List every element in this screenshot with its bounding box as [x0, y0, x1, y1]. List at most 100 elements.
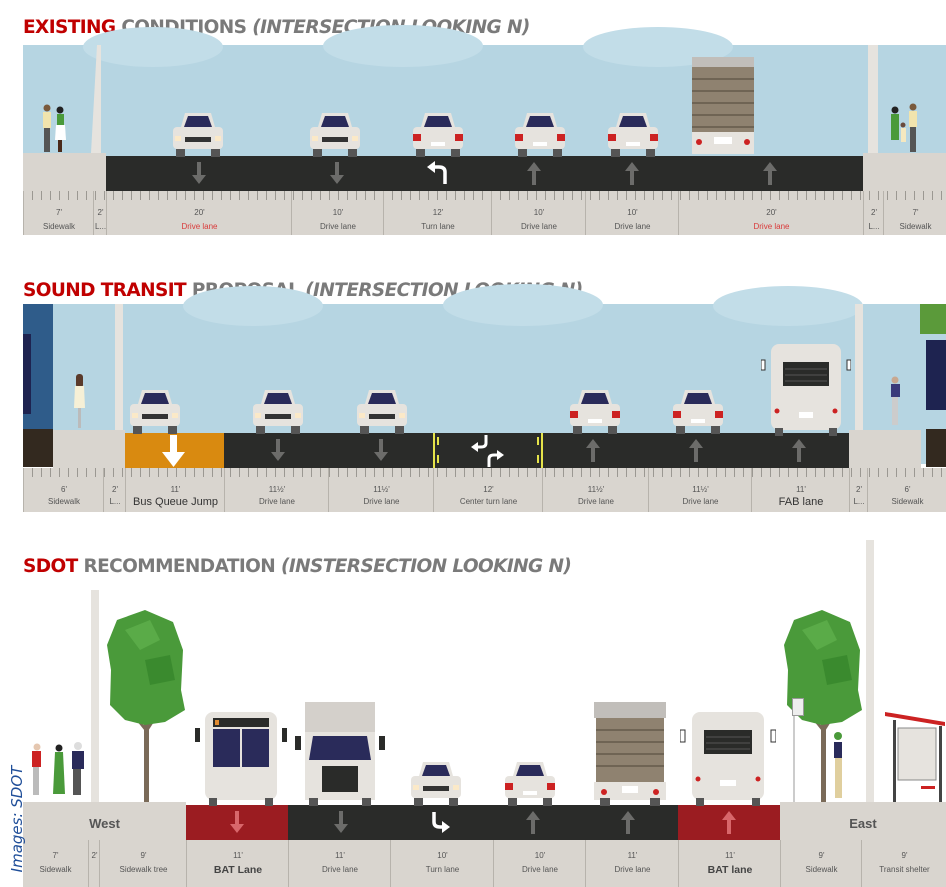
lane-arrows: [162, 433, 806, 468]
up-arrow-icon: [722, 811, 736, 834]
ruler-segment: 12' Turn lane: [383, 191, 492, 235]
segment-width: 12': [432, 208, 444, 217]
ruler-segment: 12'Center turn lane: [433, 468, 543, 512]
segment-name: L...: [853, 497, 865, 506]
up-arrow-icon: [526, 811, 540, 834]
up-arrow-icon: [763, 162, 777, 185]
building-east: [926, 340, 946, 410]
sidewalk-west: [53, 430, 125, 468]
segment-width: 11½': [373, 485, 390, 494]
segment-name: Drive lane: [753, 222, 790, 231]
ruler-segment: 9' Sidewalk: [780, 840, 862, 887]
up-arrow-icon: [527, 162, 541, 185]
box-truck-rear-icon: [692, 57, 754, 154]
segment-name: Drive lane: [319, 222, 356, 231]
section-title-sdot: SDOT RECOMMENDATION (INSTERSECTION LOOKI…: [23, 556, 572, 577]
ruler-segment: 10'Drive lane: [491, 191, 586, 235]
segment-width: 2': [112, 485, 118, 494]
car-rear-icon: [503, 758, 557, 811]
segment-width: 2': [871, 208, 877, 217]
ruler-segment: 11½' Drive lane: [224, 468, 329, 512]
down-arrow-icon: [192, 162, 206, 184]
pedestrians-icon: [891, 103, 917, 152]
segment-width: 9': [901, 851, 908, 860]
car-rear-icon: [606, 109, 660, 162]
ruler-segment: 7' Sidewalk: [23, 191, 94, 235]
down-arrow-icon: [334, 811, 348, 833]
car-front-icon: [128, 386, 182, 439]
light-pole: [91, 45, 101, 153]
segment-name: Sidewalk: [42, 222, 75, 231]
ruler-segment: 11'Bus Queue Jump: [125, 468, 225, 512]
transit-shelter-icon: [885, 712, 945, 802]
segment-width: 11': [627, 851, 638, 860]
ruler-segment: 11'FAB lane: [751, 468, 850, 512]
light-pole: [115, 304, 123, 430]
segment-name: L...: [868, 222, 880, 231]
segment-name: Turn lane: [425, 865, 460, 874]
title-rest: RECOMMENDATION: [77, 556, 281, 577]
ruler-segment: 11½'Drive lane: [328, 468, 434, 512]
car-rear-icon: [671, 386, 725, 439]
ruler-segment: 10'Turn lane: [390, 840, 494, 887]
segment-name: Drive lane: [321, 865, 358, 874]
title-highlight: SDOT: [23, 556, 78, 577]
segment-width: 7': [56, 208, 62, 217]
ruler-segment: 2'L...: [93, 191, 107, 235]
segment-width: 11½': [587, 485, 605, 494]
ruler-segment: 7'Sidewalk: [23, 840, 88, 887]
light-pole: [866, 540, 874, 802]
car-front-icon: [308, 109, 362, 162]
segment-name: Drive lane: [682, 497, 719, 506]
segment-name: BAT Lane: [213, 864, 263, 876]
lane-arrows: [192, 161, 777, 185]
west-label: West: [89, 816, 120, 831]
ruler-segment: 11'BAT lane: [678, 840, 781, 887]
bus-front-icon: [195, 712, 287, 806]
segment-width: 11½': [268, 485, 286, 494]
segment-width: 6': [61, 485, 67, 494]
light-pole: [91, 590, 99, 802]
segment-name: Drive lane: [258, 497, 295, 506]
segment-width: 9': [140, 851, 147, 860]
east-label: East: [849, 816, 877, 831]
light-pole: [868, 45, 878, 153]
pedestrian-icon: [74, 374, 85, 428]
pedestrians-icon: [32, 742, 84, 795]
segment-width: 11½': [692, 485, 709, 494]
ruler-segment: 6' Sidewalk: [867, 468, 946, 512]
segment-name: Sidewalk: [891, 497, 924, 506]
segment-name: Drive lane: [577, 497, 614, 506]
segment-name: Turn lane: [421, 222, 455, 231]
segment-width: 10': [332, 208, 344, 217]
segment-width: 11': [796, 485, 806, 494]
ruler-segment: 10'Drive lane: [585, 191, 679, 235]
segment-name: Bus Queue Jump: [133, 496, 218, 508]
ruler-segment: 2' L...: [863, 191, 884, 235]
segment-width: 11': [725, 851, 735, 860]
ruler-segment: 6'Sidewalk: [23, 468, 104, 512]
segment-width: 9': [818, 851, 825, 860]
up-arrow-icon: [625, 162, 639, 185]
segment-name: Sidewalk: [805, 865, 838, 874]
segment-width: 6': [904, 485, 911, 494]
segment-width: 10': [627, 208, 638, 217]
ruler-segment: 10'Drive lane: [493, 840, 586, 887]
segment-width: 2': [91, 851, 98, 860]
segment-name: Transit shelter: [879, 865, 930, 874]
left-turn-arrow-icon: [435, 165, 447, 184]
segment-name: Sidewalk: [39, 865, 72, 874]
segment-width: 2': [97, 208, 104, 217]
car-front-icon: [355, 386, 409, 439]
segment-name: Drive lane: [181, 222, 218, 231]
segment-name: Drive lane: [520, 222, 557, 231]
ruler-segment: 9'Sidewalk tree: [99, 840, 187, 887]
ruler-segment: 2'L...: [849, 468, 868, 512]
segment-name: Center turn lane: [459, 497, 518, 506]
down-arrow-icon: [330, 162, 344, 184]
